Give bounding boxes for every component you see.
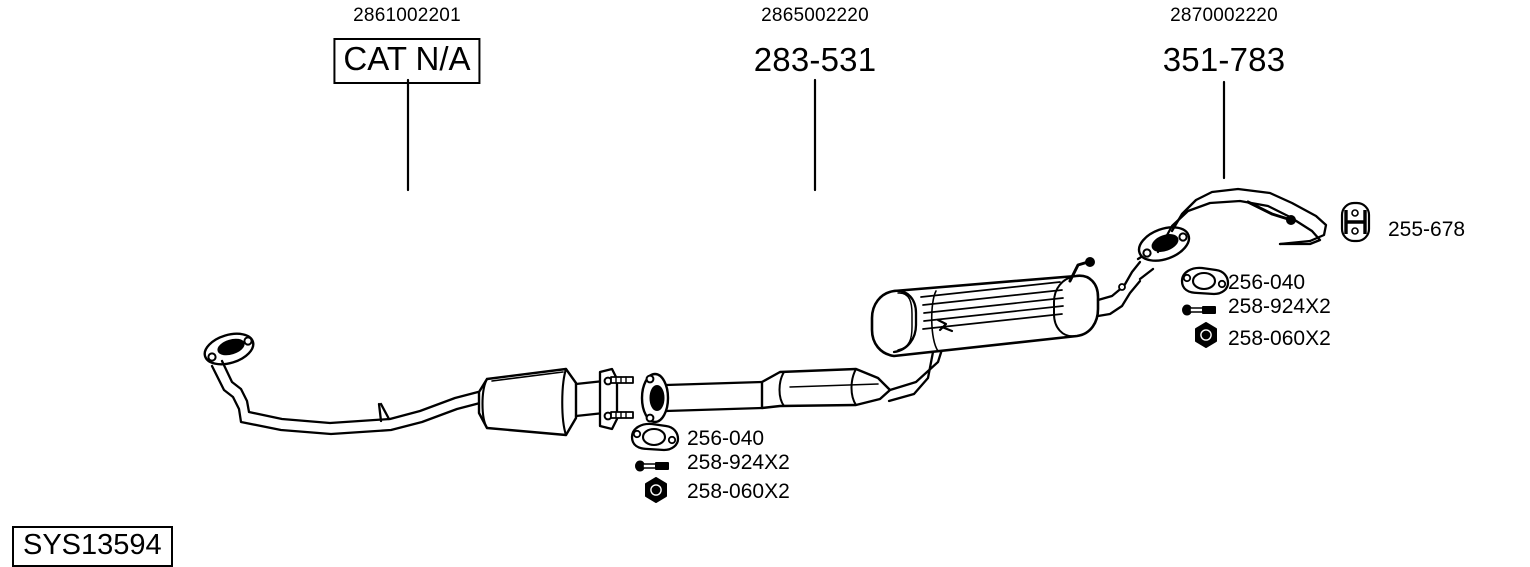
hanger-label: 255-678: [1388, 218, 1466, 241]
muffler-body-outline: [870, 274, 1100, 358]
muffler-seam-ring: [930, 290, 939, 352]
callout-oe-number-rear: 2870002220: [1170, 5, 1278, 26]
callout-part-label-cat-wrap: CAT N/A: [333, 38, 481, 84]
centre-silencer-body: [760, 367, 892, 410]
muffler-clip: [936, 318, 954, 333]
hardware-label-nut-upper: 258-060X2: [1228, 327, 1331, 350]
callout-part-label-rear: 351-783: [1162, 41, 1286, 78]
muffler-right-endcap: [1053, 275, 1077, 338]
front-pipe-lower-contour: [210, 364, 482, 436]
front-pipe-upper-contour: [220, 359, 480, 425]
rubber-hanger-icon: [1340, 201, 1371, 243]
bolt-icon-upper: [1182, 304, 1216, 316]
tailpipe-hanger-rod: [1246, 200, 1296, 225]
cat-front-seam: [481, 377, 489, 430]
front-pipe-assembly: [203, 332, 482, 436]
tailpipe-lower-contour: [1156, 199, 1322, 254]
tailpipe-tip: [1278, 239, 1312, 246]
hardware-label-gasket-lower: 256-040: [687, 427, 765, 450]
centre-section-assembly: [640, 301, 947, 424]
muffler-hanger-rod: [1068, 257, 1095, 283]
tailpipe-assembly: [1137, 187, 1328, 262]
tailpipe-flange: [1137, 226, 1191, 262]
callout-part-label-cat: CAT N/A: [333, 38, 481, 84]
cat-flange-bolt-upper: [610, 376, 634, 384]
nut-icon-lower: [645, 477, 667, 503]
centre-silencer-front-seam: [778, 371, 785, 407]
hardware-icons-upper: [1180, 266, 1230, 348]
system-code-label: SYS13594: [12, 526, 173, 567]
cat-body-outline: [477, 367, 578, 437]
front-flange: [203, 332, 255, 366]
centre-pipe-upper: [664, 380, 764, 387]
gasket-icon-upper: [1180, 266, 1230, 296]
hardware-label-bolt-upper: 258-924X2: [1228, 295, 1331, 318]
centre-silencer-rear-seam: [850, 368, 857, 406]
cat-rear-seam: [561, 367, 568, 437]
muffler-outlet-upper: [1096, 260, 1142, 302]
callout-part-label-centre: 283-531: [753, 41, 877, 78]
callout-oe-number-cat: 2861002201: [353, 5, 461, 26]
hardware-icons-lower: [630, 422, 680, 503]
nut-icon-upper: [1195, 322, 1217, 348]
bolt-icon-lower: [635, 460, 669, 472]
callout-oe-number-centre: 2865002220: [761, 5, 869, 26]
hardware-label-bolt-lower: 258-924X2: [687, 451, 790, 474]
tailpipe-upper-contour: [1170, 187, 1328, 243]
muffler-ribs: [920, 281, 1064, 330]
centre-front-flange: [640, 372, 670, 424]
system-code-wrap: SYS13594: [12, 526, 173, 567]
gasket-icon-lower: [630, 422, 680, 452]
front-pipe-bracket: [379, 402, 391, 421]
muffler-outlet-lower: [1096, 279, 1142, 318]
cat-flange-bolt-lower: [610, 411, 634, 419]
hardware-label-gasket-upper: 256-040: [1228, 271, 1306, 294]
hardware-label-nut-lower: 258-060X2: [687, 480, 790, 503]
cat-flange-joint: [598, 367, 634, 431]
rear-muffler: [870, 248, 1155, 358]
catalytic-converter: [477, 367, 606, 437]
centre-pipe-lower: [664, 406, 764, 413]
